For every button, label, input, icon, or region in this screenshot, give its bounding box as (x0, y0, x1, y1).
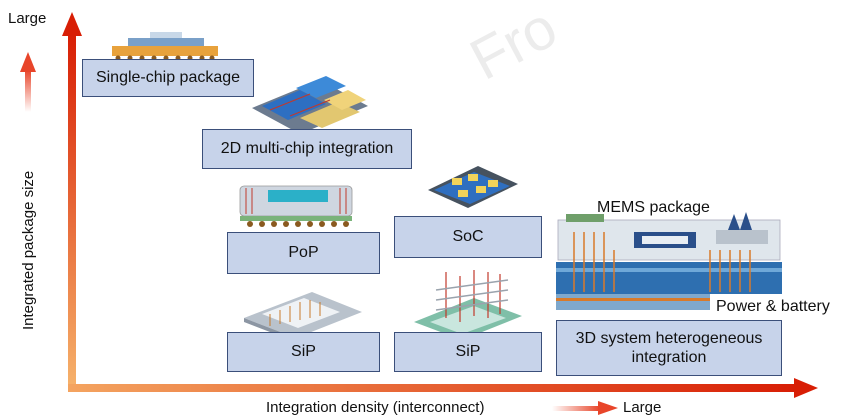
multichip-2d-illustration (252, 76, 368, 134)
sip-mid-box: SiP (394, 332, 542, 372)
x-axis-arrow (68, 378, 818, 398)
power-battery-label: Power & battery (716, 298, 830, 315)
y-axis-top-label: Large (8, 10, 47, 27)
y-axis-title: Integrated package size (20, 170, 37, 330)
soc-box: SoC (394, 216, 542, 258)
sip-left-box: SiP (227, 332, 380, 372)
single-chip-package-box: Single-chip package (82, 59, 254, 97)
soc-illustration (428, 166, 518, 208)
y-label-arrow (20, 52, 36, 112)
x-axis-title: Integration density (interconnect) (266, 399, 485, 416)
single-chip-illustration (112, 32, 218, 61)
sip-mid-illustration (414, 270, 522, 340)
x-label-arrow (552, 401, 618, 415)
x-axis-end-label: Large (623, 399, 662, 416)
y-axis-arrow (62, 12, 82, 388)
pop-box: PoP (227, 232, 380, 274)
multichip-2d-box: 2D multi-chip integration (202, 129, 412, 169)
mems-package-label: MEMS package (597, 199, 710, 216)
hetero-3d-box: 3D system heterogeneous integration (556, 320, 782, 376)
pop-illustration (239, 185, 353, 227)
hetero-3d-illustration (556, 212, 782, 310)
